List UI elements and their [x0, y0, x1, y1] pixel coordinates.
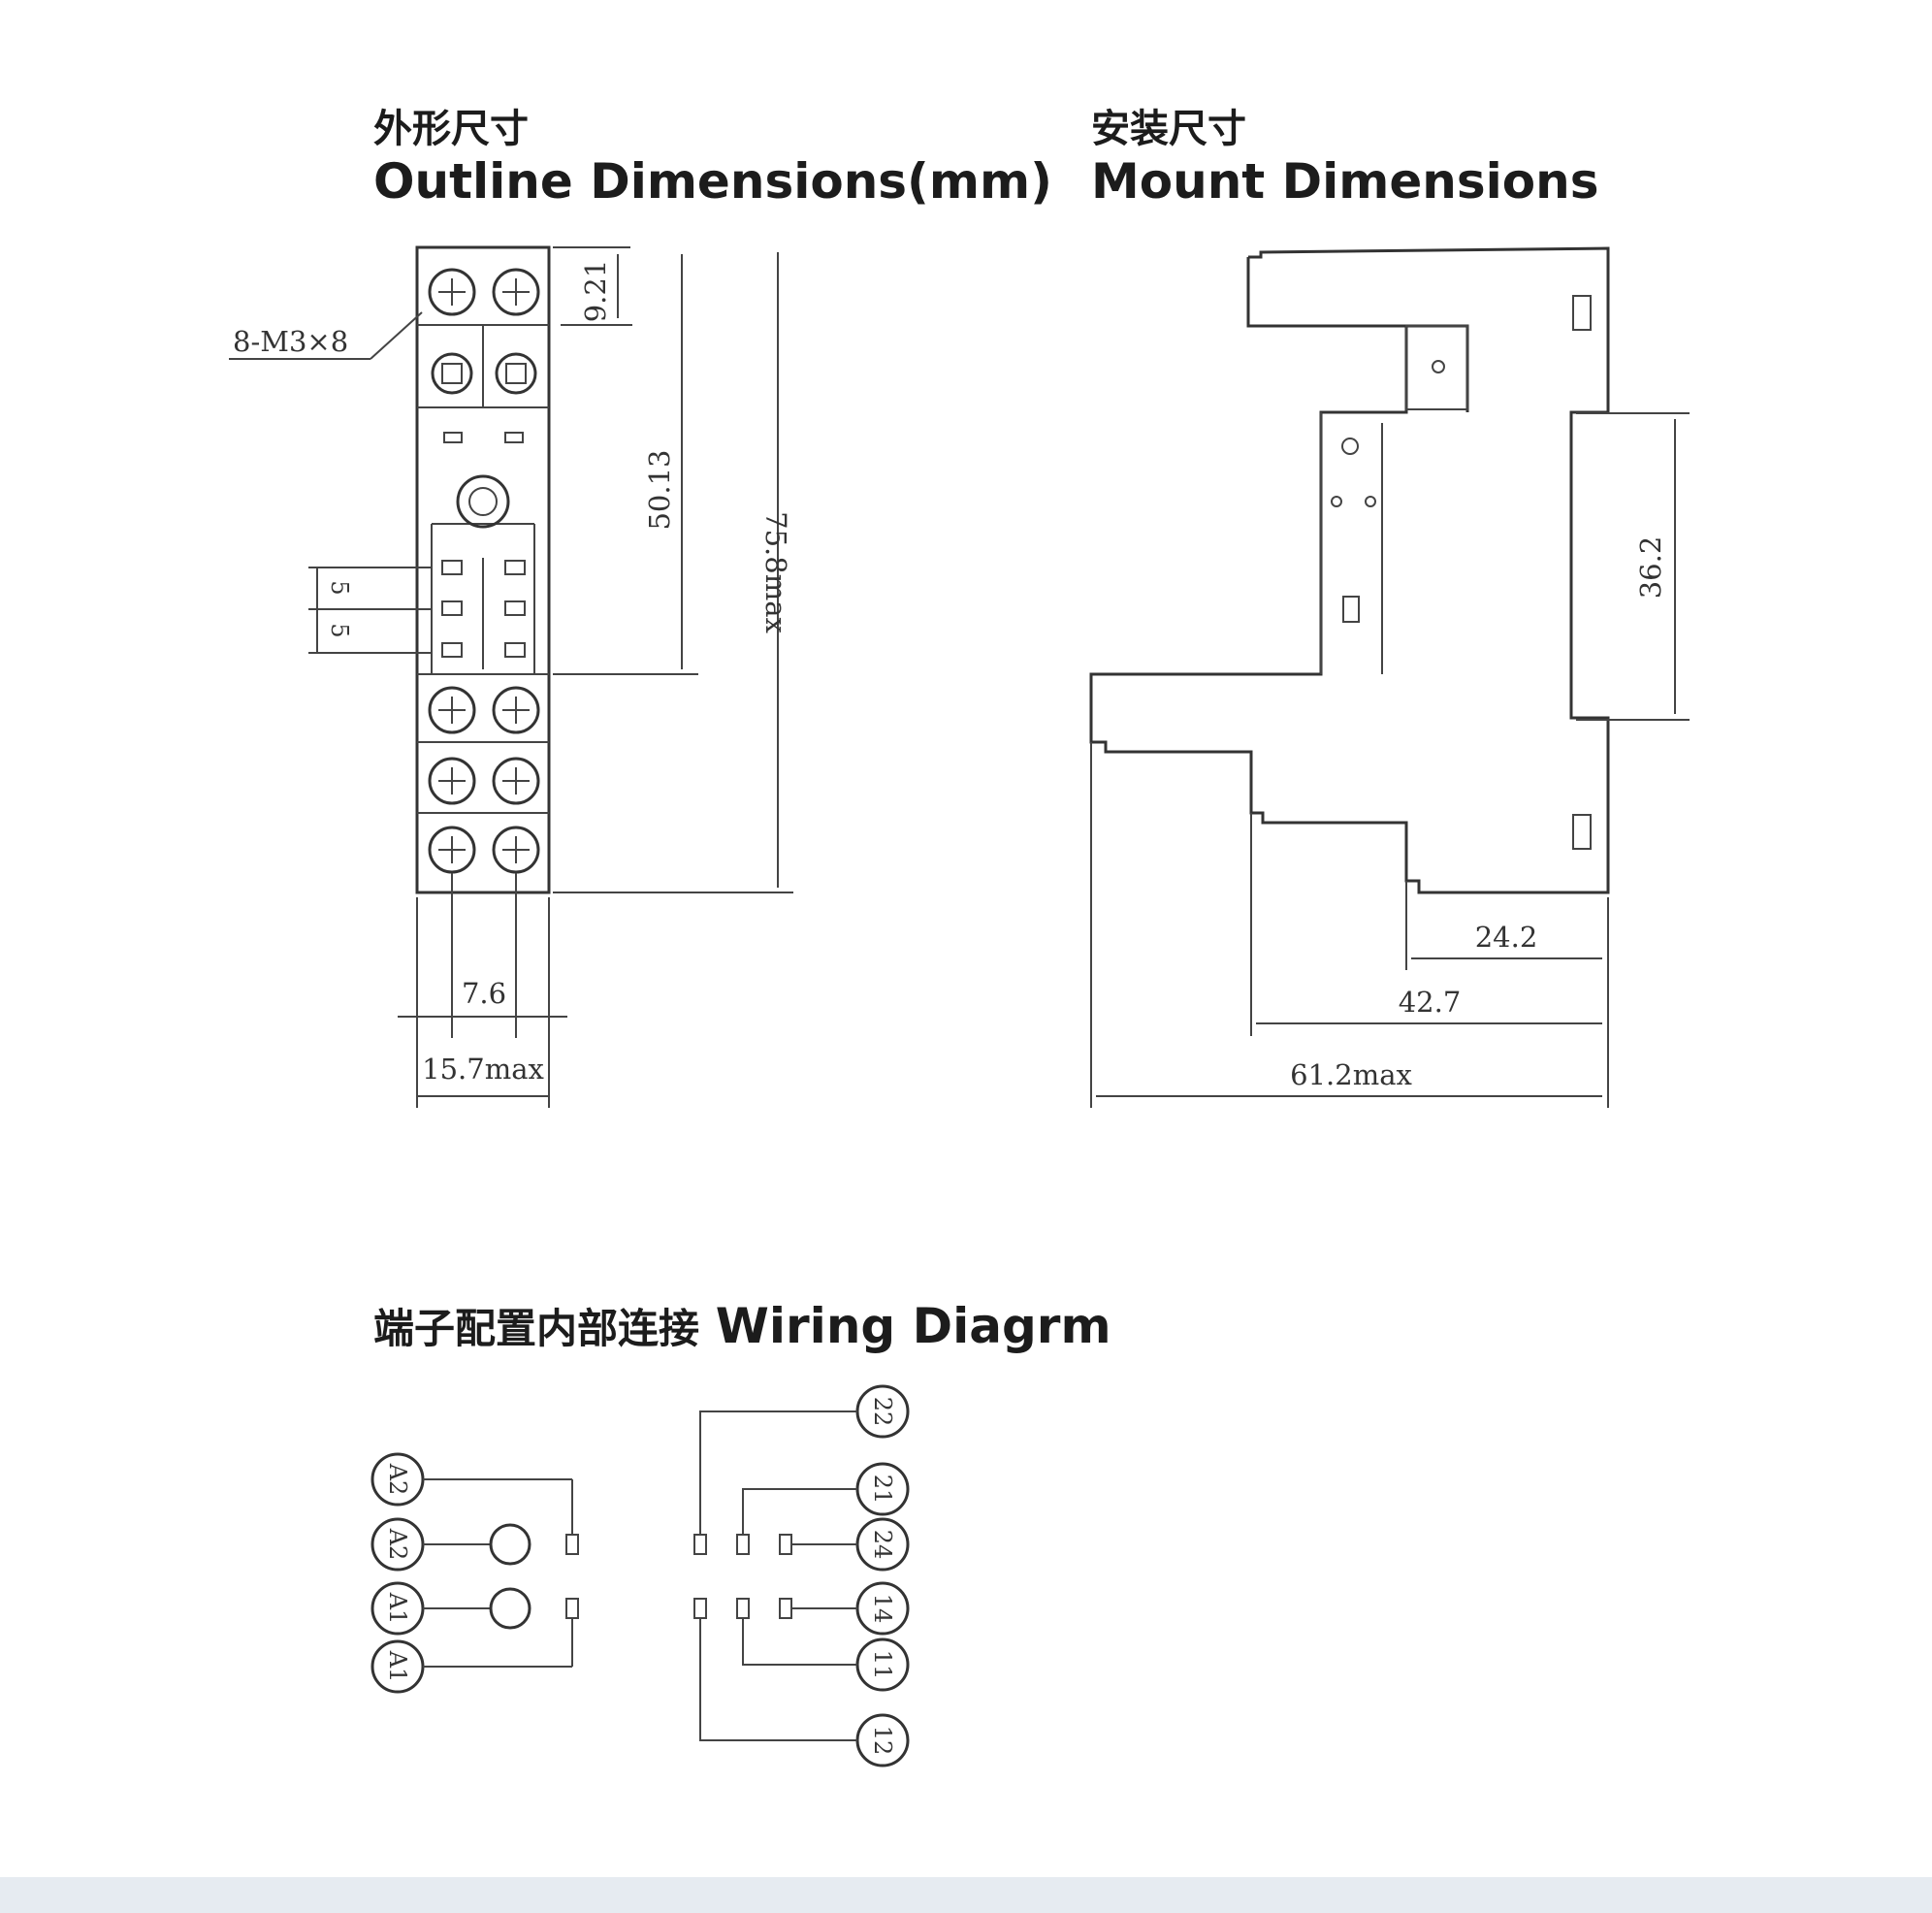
mount-title-cn: 安装尺寸: [1091, 107, 1246, 151]
screw-spec-label: 8-M3×8: [233, 325, 348, 358]
screw-icon: [428, 268, 476, 316]
mount-title-en: Mount Dimensions: [1091, 153, 1599, 210]
socket-body-outline: [415, 245, 551, 894]
screw-icon: [492, 686, 540, 734]
screw-icon: [428, 686, 476, 734]
wiring-heading: 端子配置内部连接 Wiring Diagrm: [373, 1298, 1111, 1355]
dim-36-2: 36.2: [1634, 536, 1667, 600]
outline-heading: 外形尺寸 Outline Dimensions(mm): [373, 105, 1052, 210]
dim-61-2max: 61.2max: [1290, 1058, 1412, 1091]
terminal-label: 14: [869, 1594, 896, 1624]
dim-9-21: 9.21: [579, 260, 612, 323]
mount-heading: 安装尺寸 Mount Dimensions: [1091, 105, 1598, 210]
dim-pin-spacing: 5: [326, 623, 353, 637]
screw-icon: [495, 352, 537, 395]
outline-drawing: 9.21 50.13 75.8max 8-M3×8 5 5 7.6 15.7ma…: [229, 245, 793, 1108]
wiring-diagram: A2 A2 A1 A1 22 21 24: [370, 1384, 910, 1767]
coil-icon: [489, 1587, 531, 1630]
mounting-hole-icon: [456, 474, 510, 529]
footer-band: [0, 1877, 1932, 1913]
outline-title-cn: 外形尺寸: [373, 107, 529, 151]
screw-icon: [431, 352, 473, 395]
screw-terminals: [428, 268, 540, 874]
wiring-title-en: Wiring Diagrm: [715, 1298, 1111, 1354]
dim-pin-spacing: 5: [326, 580, 353, 595]
terminal-label: A1: [384, 1592, 411, 1625]
outline-title-en: Outline Dimensions(mm): [373, 153, 1052, 210]
terminal-label: A1: [384, 1650, 411, 1683]
screw-icon: [492, 268, 540, 316]
coil-icon: [489, 1523, 531, 1566]
wiring-title-cn: 端子配置内部连接: [373, 1305, 700, 1352]
terminal-label: A2: [384, 1463, 411, 1496]
terminal-label: 21: [869, 1475, 896, 1505]
terminal-label: 12: [869, 1726, 896, 1756]
dim-15-7max: 15.7max: [422, 1053, 544, 1086]
screw-icon: [492, 826, 540, 874]
mount-drawing: 36.2 24.2 42.7 61.2max: [1089, 246, 1690, 1108]
screw-icon: [428, 826, 476, 874]
dim-24-2: 24.2: [1475, 921, 1538, 954]
pin-slots: [441, 560, 526, 658]
terminal-label: 24: [869, 1530, 896, 1560]
screw-icon: [492, 757, 540, 805]
dim-7-6: 7.6: [462, 977, 506, 1010]
screw-icon: [428, 757, 476, 805]
coil-terminals: A2 A2 A1 A1: [370, 1452, 425, 1694]
dim-42-7: 42.7: [1399, 986, 1462, 1019]
contact-terminals: 22 21 24 14 11 12: [855, 1384, 910, 1767]
mount-profile-outline: [1089, 246, 1610, 894]
dim-50-13: 50.13: [643, 449, 676, 530]
dim-75-8max: 75.8max: [759, 511, 792, 633]
terminal-label: A2: [384, 1528, 411, 1561]
terminal-label: 22: [869, 1397, 896, 1427]
terminal-label: 11: [869, 1650, 896, 1680]
